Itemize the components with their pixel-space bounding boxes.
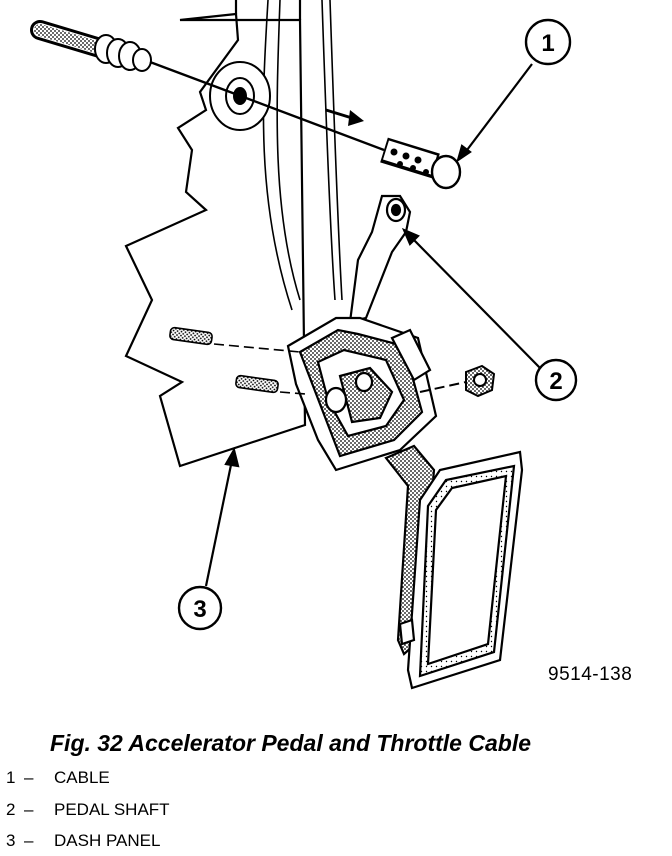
- pedal-shaft: [348, 194, 412, 324]
- callout-3: 3: [177, 585, 223, 631]
- legend-label: CABLE: [54, 768, 110, 787]
- legend-dash: –: [24, 831, 34, 850]
- callout-1: 1: [524, 18, 572, 66]
- legend-item-dash-panel: 3– DASH PANEL: [6, 831, 160, 851]
- legend-dash: –: [24, 800, 34, 819]
- legend-item-cable: 1– CABLE: [6, 768, 110, 788]
- legend-number: 3: [6, 831, 16, 850]
- legend-label: DASH PANEL: [54, 831, 161, 850]
- legend-number: 1: [6, 768, 16, 787]
- figure-caption: Fig. 32 Accelerator Pedal and Throttle C…: [50, 730, 532, 756]
- firewall-lines: [262, 0, 343, 311]
- callout-2: 2: [534, 358, 578, 402]
- callout-1-number: 1: [541, 30, 554, 57]
- mounting-studs: [169, 326, 307, 395]
- callout-2-number: 2: [549, 368, 562, 395]
- accelerator-pedal: [384, 444, 524, 690]
- legend-label: PEDAL SHAFT: [54, 800, 170, 819]
- direction-arrow: [325, 108, 364, 126]
- mounting-nut: [419, 364, 496, 398]
- legend-item-pedal-shaft: 2– PEDAL SHAFT: [6, 800, 170, 820]
- throttle-cable: [30, 20, 462, 190]
- accelerator-pedal-diagram: 1 2 3: [30, 0, 578, 690]
- legend-number: 2: [6, 800, 16, 819]
- leader-lines: [204, 63, 543, 587]
- legend-dash: –: [24, 768, 34, 787]
- pedal-bracket: [286, 316, 438, 472]
- callout-3-number: 3: [193, 596, 206, 623]
- figure-id: 9514-138: [548, 664, 633, 685]
